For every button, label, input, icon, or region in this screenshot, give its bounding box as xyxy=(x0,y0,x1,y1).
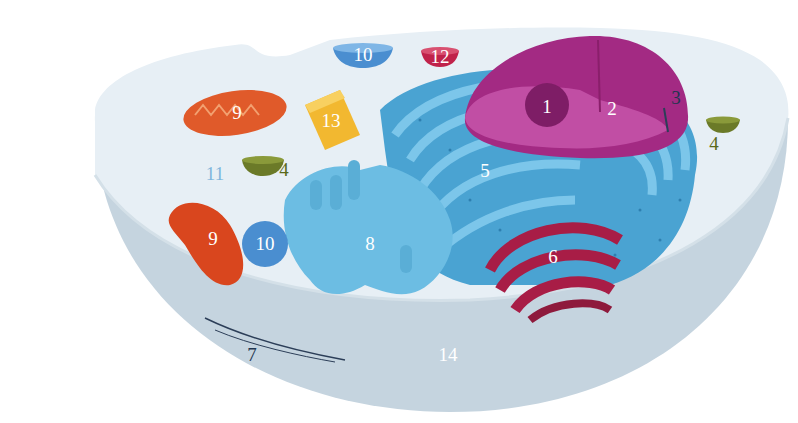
callout-number: 9 xyxy=(232,103,242,122)
callout-number: 7 xyxy=(247,345,257,364)
callout-number: 1 xyxy=(542,97,552,116)
callout-number: 13 xyxy=(322,111,341,130)
callout-number: 12 xyxy=(431,47,450,66)
callout-number: 10 xyxy=(354,45,373,64)
callout-number: 4 xyxy=(709,134,719,153)
callout-number: 11 xyxy=(206,164,224,183)
callout-number: 10 xyxy=(256,234,275,253)
callout-number: 8 xyxy=(365,234,375,253)
callout-number: 2 xyxy=(607,99,617,118)
callout-number: 5 xyxy=(480,161,490,180)
callout-number: 9 xyxy=(208,229,218,248)
callout-number: 6 xyxy=(548,247,558,266)
callout-number: 4 xyxy=(279,160,289,179)
callout-number: 14 xyxy=(439,345,458,364)
callout-number: 3 xyxy=(671,88,681,107)
